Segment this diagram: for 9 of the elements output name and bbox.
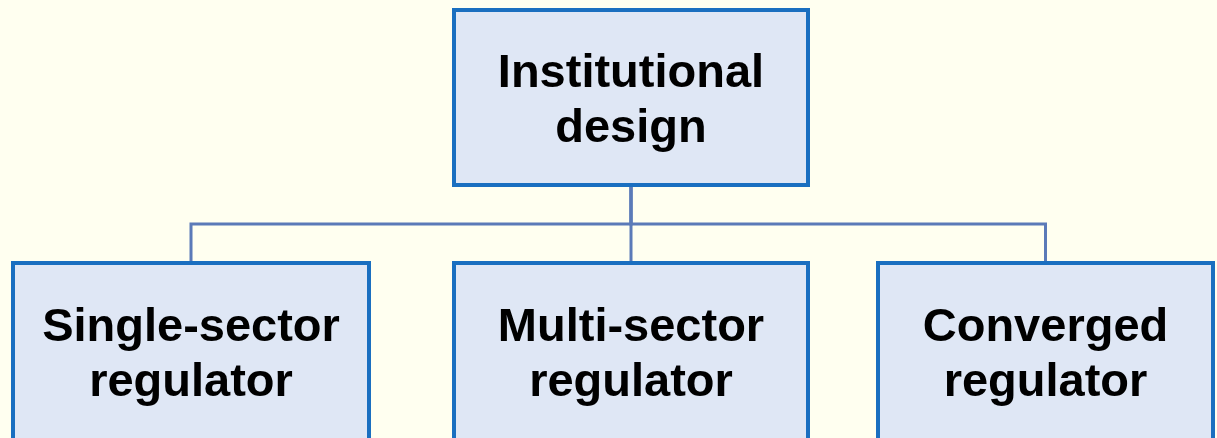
category-box	[876, 261, 1215, 438]
box-label: Converged regulator	[921, 296, 1170, 407]
category-box	[452, 8, 810, 187]
category-box	[11, 261, 371, 438]
category-box	[452, 261, 810, 438]
box-label: Institutional design	[496, 42, 766, 153]
box-label: Single-sector regulator	[41, 296, 341, 407]
box-label: Multi-sector regulator	[496, 296, 766, 407]
connector-line	[629, 187, 1047, 261]
